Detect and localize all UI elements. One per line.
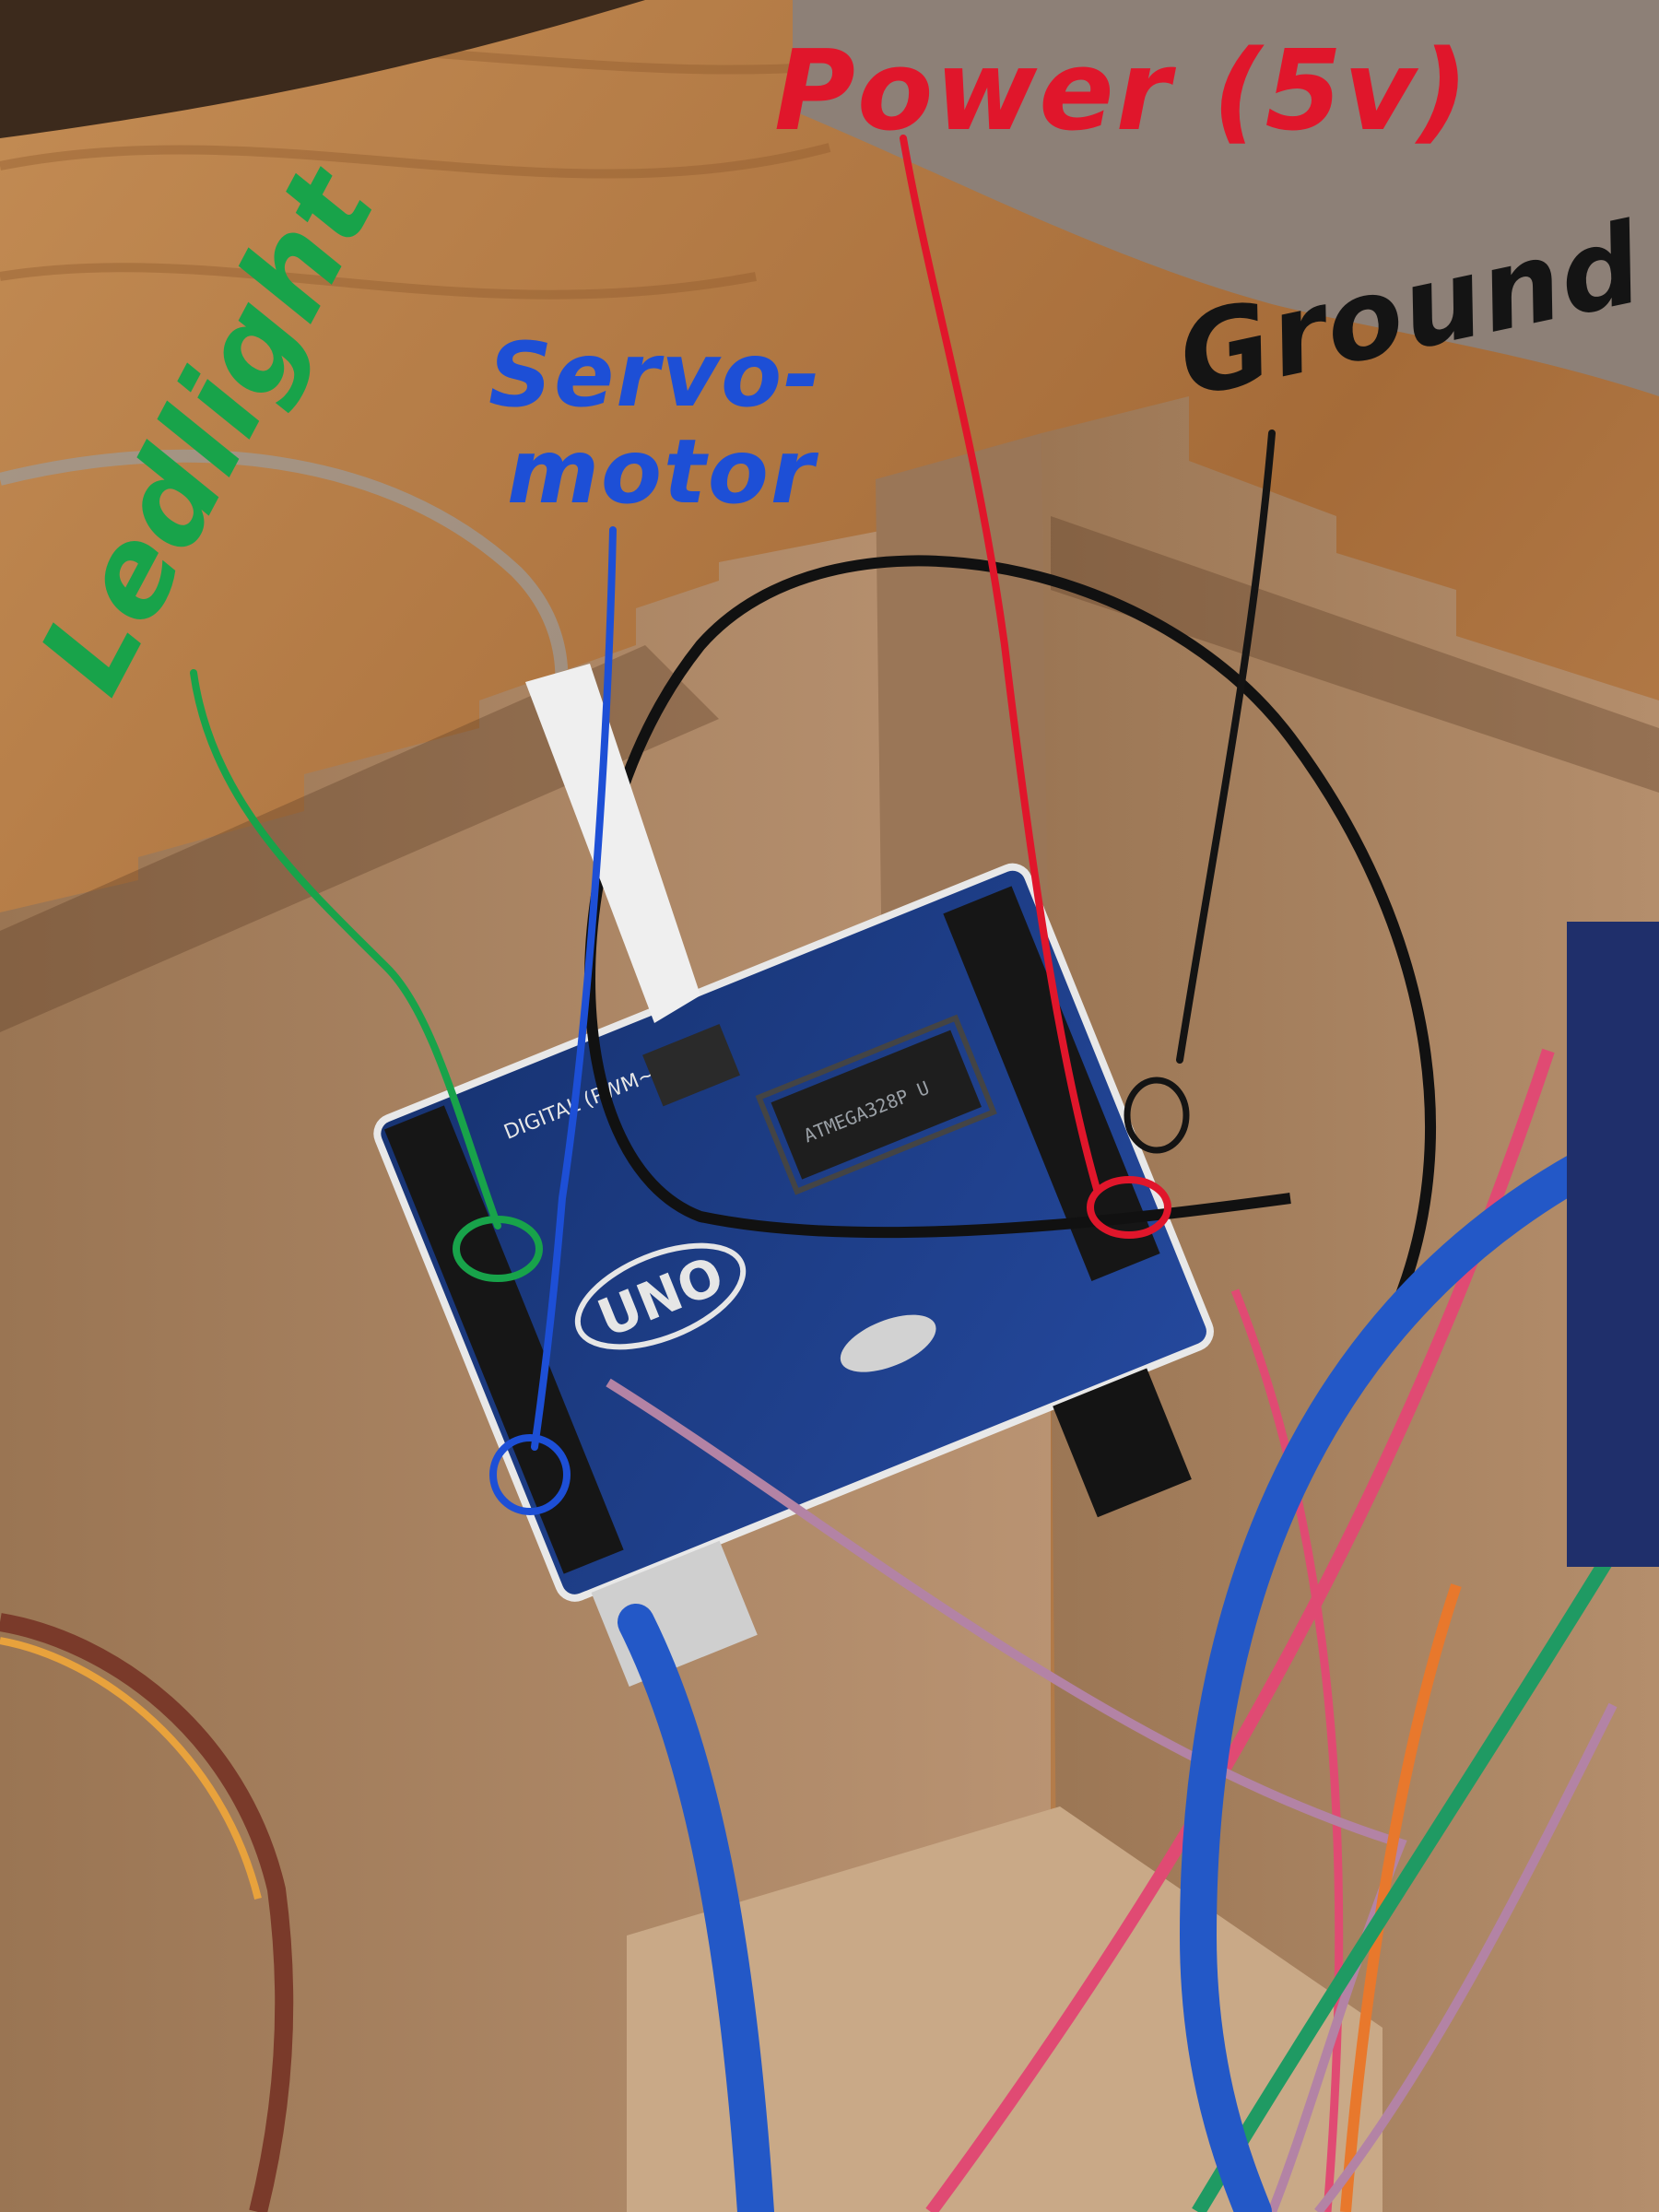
power-pin-circle	[1087, 1176, 1171, 1239]
power-label: Power (5v)	[774, 28, 1470, 156]
orange-jumper-wire	[1340, 1583, 1462, 2212]
servo-label-line1: Servo-	[488, 324, 822, 427]
servo-cable	[0, 1613, 294, 2212]
black-jumper-wire	[584, 555, 1436, 1339]
annotation-servo: Servo- motor	[488, 324, 822, 1515]
couch	[793, 0, 1659, 396]
mauve-jumper-wire	[606, 1378, 1407, 2212]
led-pin-circle	[453, 1216, 543, 1282]
crystal	[840, 1314, 936, 1372]
microcontroller-chip	[771, 1030, 982, 1180]
ground-pointer-line	[1176, 429, 1276, 1064]
annotation-power: Power (5v)	[774, 28, 1470, 1239]
chip-socket	[755, 1014, 997, 1195]
mauve-jumper-wire-2	[1314, 1702, 1618, 2212]
servo-pointer-line	[531, 526, 617, 1451]
servo-cable-orange	[0, 1637, 262, 1900]
dark-corner	[0, 0, 645, 138]
servo-label-line2: motor	[507, 420, 819, 524]
zip-tie	[525, 664, 700, 1023]
servo-pin-circle	[489, 1434, 571, 1515]
icsp-header	[642, 1024, 740, 1107]
breadboard-edge	[1567, 922, 1659, 1567]
led-pointer-line	[190, 669, 501, 1230]
green-jumper-wire	[1192, 1470, 1659, 2212]
brand-outline	[574, 1242, 747, 1350]
usb-cable	[618, 1134, 1631, 2212]
power-jack	[1053, 1368, 1192, 1518]
ground-pin-circle	[1124, 1077, 1190, 1154]
power-pointer-line	[900, 135, 1100, 1193]
pink-jumper-wire	[925, 1048, 1555, 2212]
